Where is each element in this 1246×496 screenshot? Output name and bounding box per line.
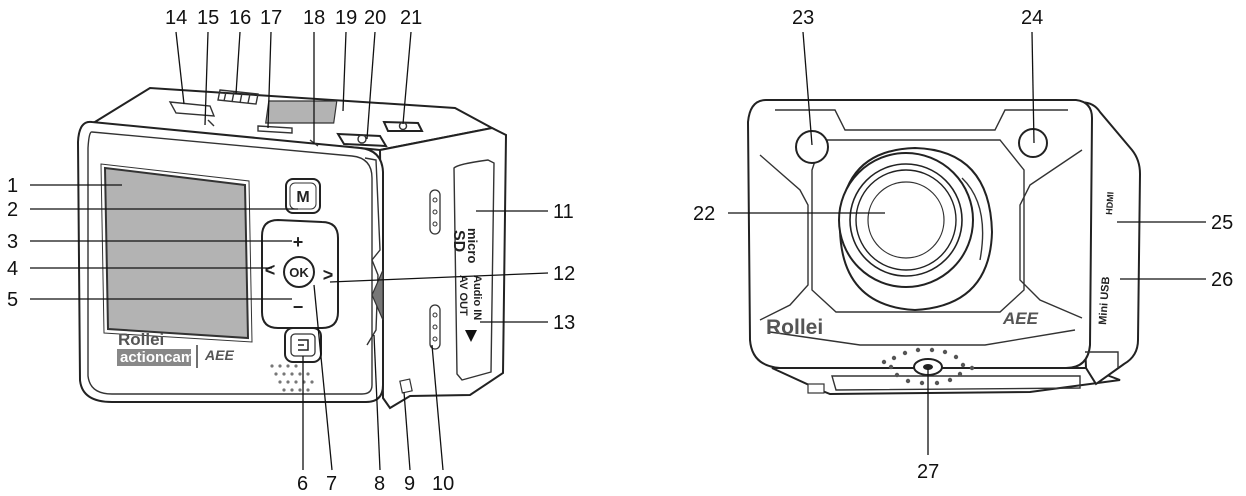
callout-15: 15 xyxy=(197,7,219,29)
callout-16: 16 xyxy=(229,7,251,29)
svg-text:Audio IN: Audio IN xyxy=(471,275,483,320)
aee-logo-front: AEE xyxy=(1002,309,1039,328)
side-door xyxy=(453,159,495,381)
callout-14: 14 xyxy=(165,7,187,29)
callout-2: 2 xyxy=(7,199,18,221)
side-hinge xyxy=(364,157,381,346)
svg-text:micro: micro xyxy=(465,228,480,263)
rollei-logo: Rollei xyxy=(766,316,823,339)
callout-11: 11 xyxy=(553,201,574,223)
ok-button[interactable] xyxy=(283,256,315,288)
svg-text:Rollei: Rollei xyxy=(118,330,164,349)
bottom-latch xyxy=(807,383,825,394)
mode-slider[interactable] xyxy=(217,89,259,105)
left-button[interactable]: < xyxy=(265,260,276,280)
callout-1: 1 xyxy=(7,175,18,197)
side-vent-bottom xyxy=(429,304,441,350)
svg-text:Mini USB: Mini USB xyxy=(1097,276,1112,325)
callout-numbers: 1 2 3 4 5 6 7 8 9 10 11 12 13 14 15 16 1… xyxy=(7,7,1233,495)
brand-logo-rollei-actioncam: Rollei actioncam xyxy=(117,330,194,366)
callout-13: 13 xyxy=(553,312,575,334)
aee-logo: AEE xyxy=(204,347,234,363)
svg-text:HDMI: HDMI xyxy=(1104,191,1116,215)
side-port-labels: Mini USB xyxy=(1097,276,1112,325)
power-button[interactable] xyxy=(382,120,424,132)
speaker-holes xyxy=(270,364,314,392)
callout-23: 23 xyxy=(792,7,814,29)
microsd-slot-label: micro SD xyxy=(450,228,480,263)
camera-side-face xyxy=(378,126,508,410)
callout-17: 17 xyxy=(260,7,282,29)
lens xyxy=(838,146,994,312)
ok-button-label: OK xyxy=(289,265,309,280)
mode-button[interactable]: M xyxy=(285,178,321,214)
shutter-button[interactable] xyxy=(336,132,388,148)
front-indicator-left xyxy=(795,130,829,164)
front-indicator-right xyxy=(1018,128,1048,158)
top-mic-holes xyxy=(257,125,293,134)
audio-av-port-label: Audio IN AV OUT xyxy=(457,275,483,320)
lcd-screen xyxy=(103,166,250,340)
callout-19: 19 xyxy=(335,7,357,29)
callout-18: 18 xyxy=(303,7,325,29)
svg-text:AV OUT: AV OUT xyxy=(457,275,469,316)
callout-9: 9 xyxy=(404,473,415,495)
callout-4: 4 xyxy=(7,258,18,280)
callout-10: 10 xyxy=(432,473,454,495)
return-icon xyxy=(298,339,309,351)
camera-back-view: M + − < > OK Rollei actioncam xyxy=(76,86,508,410)
right-button[interactable]: > xyxy=(323,265,334,285)
callout-22: 22 xyxy=(693,203,715,225)
lanyard-hole xyxy=(399,378,413,394)
top-button-left[interactable] xyxy=(168,101,216,117)
minus-button[interactable]: − xyxy=(293,297,304,317)
tripod-mount xyxy=(881,347,975,386)
callout-5: 5 xyxy=(7,289,18,311)
navigation-pad[interactable]: + − < > OK xyxy=(261,218,339,329)
callout-20: 20 xyxy=(364,7,386,29)
side-vent-top xyxy=(429,189,441,235)
callout-6: 6 xyxy=(297,473,308,495)
mode-button-label: M xyxy=(296,189,309,206)
callout-25: 25 xyxy=(1211,212,1233,234)
leader-lines xyxy=(30,31,1206,471)
callout-27: 27 xyxy=(917,461,939,483)
callout-12: 12 xyxy=(553,263,575,285)
callout-21: 21 xyxy=(400,7,422,29)
callout-8: 8 xyxy=(374,473,385,495)
callout-24: 24 xyxy=(1021,7,1043,29)
callout-26: 26 xyxy=(1211,269,1233,291)
av-out-arrow-icon xyxy=(465,330,477,342)
svg-text:actioncam: actioncam xyxy=(120,349,194,366)
hdmi-label: HDMI xyxy=(1104,191,1116,215)
callout-3: 3 xyxy=(7,231,18,253)
side-door-latch[interactable] xyxy=(371,269,384,321)
plus-button[interactable]: + xyxy=(293,232,304,252)
camera-front-view: Rollei AEE Mini USB HDMI xyxy=(746,99,1142,396)
svg-text:SD: SD xyxy=(450,230,467,252)
top-status-display xyxy=(265,100,338,124)
callout-7: 7 xyxy=(326,473,337,495)
